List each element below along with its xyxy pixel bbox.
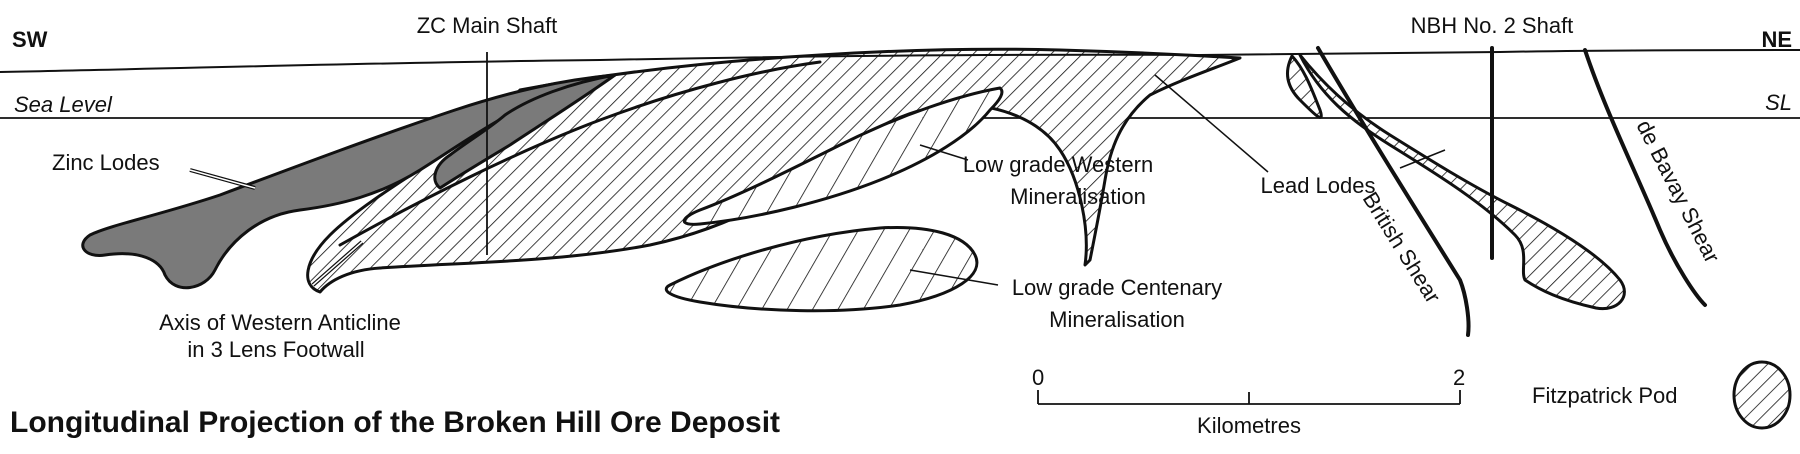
- anticline-label-2: in 3 Lens Footwall: [187, 337, 364, 362]
- lead-lodes-lens: [1286, 54, 1323, 119]
- western-leader: [919, 144, 969, 161]
- zinc-lodes-label: Zinc Lodes: [52, 150, 160, 175]
- de-bavay-shear-label: de Bavay Shear: [1632, 116, 1725, 267]
- fitzpatrick-pod-label: Fitzpatrick Pod: [1532, 383, 1678, 408]
- anticline-leader: [311, 240, 364, 287]
- diagram-title: Longitudinal Projection of the Broken Hi…: [10, 406, 780, 439]
- sea-level-sl-label: SL: [1765, 90, 1792, 115]
- direction-ne: NE: [1761, 27, 1792, 52]
- centenary-label-2: Mineralisation: [1049, 307, 1185, 332]
- nbh-shaft-label: NBH No. 2 Shaft: [1411, 13, 1574, 38]
- zinc-lodes-body: [81, 73, 617, 290]
- western-mineralisation: [682, 86, 1004, 226]
- ground-surface: [0, 49, 1800, 73]
- centenary-mineralisation: [664, 226, 979, 313]
- british-shear-label: British Shear: [1358, 187, 1446, 307]
- zc-main-shaft-label: ZC Main Shaft: [417, 13, 558, 38]
- centenary-label-1: Low grade Centenary: [1012, 275, 1222, 300]
- lead-lodes-label: Lead Lodes: [1261, 173, 1376, 198]
- scale-start-label: 0: [1032, 365, 1044, 390]
- scale-bar: 0 2 Kilometres: [1032, 365, 1465, 438]
- sea-level-label: Sea Level: [14, 92, 113, 117]
- scale-unit-label: Kilometres: [1197, 413, 1301, 438]
- lead-lodes-leader-b: [1399, 149, 1446, 169]
- western-label-1: Low grade Western: [963, 152, 1153, 177]
- de-bavay-shear-line: [1583, 48, 1707, 307]
- zinc-lodes-leader: [189, 168, 256, 190]
- centenary-leader: [909, 269, 999, 286]
- fitzpatrick-pod-symbol: [1732, 360, 1792, 430]
- british-shear-line: [1316, 46, 1471, 337]
- anticline-label-1: Axis of Western Anticline: [159, 310, 401, 335]
- lead-lodes-leader-a: [1154, 74, 1269, 173]
- lead-lodes-body: [1298, 53, 1626, 311]
- zinc-upper-wedge: [433, 73, 617, 190]
- western-label-2: Mineralisation: [1010, 184, 1146, 209]
- direction-sw: SW: [12, 27, 48, 52]
- scale-end-label: 2: [1453, 365, 1465, 390]
- main-lode-ridge: [338, 60, 822, 247]
